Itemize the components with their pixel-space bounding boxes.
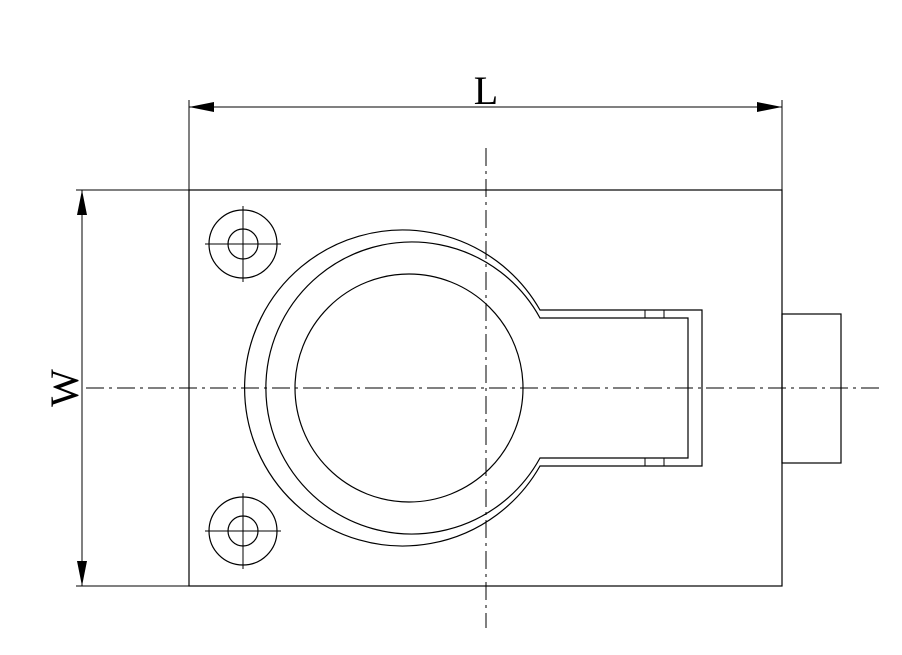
ring-outer-contour <box>243 229 703 547</box>
length-dimension: L <box>188 68 783 190</box>
ring-inner-contour <box>265 241 689 535</box>
width-dimension: W <box>42 189 189 587</box>
mounting-hole-top <box>205 206 281 282</box>
length-arrow-left <box>189 102 214 112</box>
mounting-hole-bottom <box>205 493 281 569</box>
width-arrow-top <box>77 190 87 215</box>
length-label: L <box>474 68 498 113</box>
length-arrow-right <box>757 102 782 112</box>
width-label: W <box>42 369 87 407</box>
width-arrow-bottom <box>77 561 87 586</box>
